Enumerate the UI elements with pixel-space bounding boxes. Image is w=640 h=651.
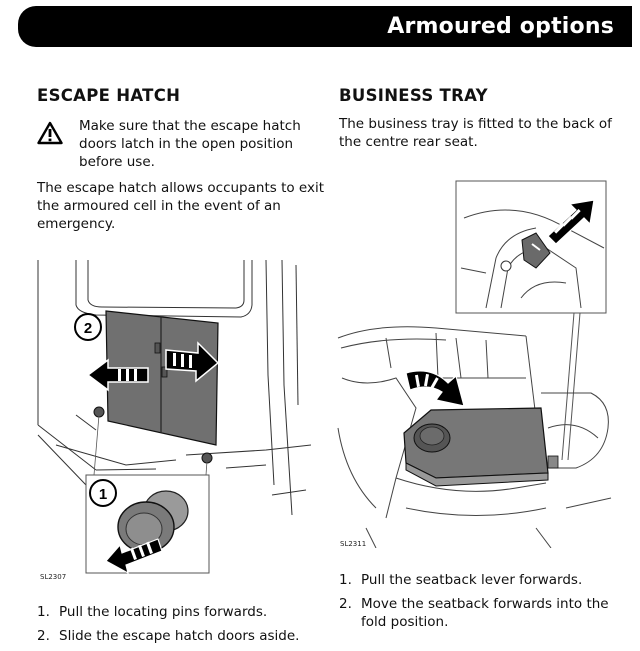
list-item: 1. Pull the locating pins forwards.: [37, 603, 327, 621]
escape-hatch-section: ESCAPE HATCH Make sure that the escape h…: [37, 86, 327, 233]
list-item: 2. Move the seatback forwards into the f…: [339, 595, 629, 631]
business-tray-section: BUSINESS TRAY The business tray is fitte…: [339, 86, 629, 151]
step-number: 1.: [37, 604, 50, 620]
step-text: Move the seatback forwards into the fold…: [361, 596, 609, 630]
callout-2-label: 2: [84, 320, 92, 337]
list-item: 1. Pull the seatback lever forwards.: [339, 571, 629, 589]
step-number: 2.: [339, 596, 352, 612]
escape-hatch-illustration: 2 1: [36, 255, 312, 585]
page-title: Armoured options: [387, 14, 614, 39]
warning-triangle-icon: [37, 121, 67, 171]
escape-hatch-description: The escape hatch allows occupants to exi…: [37, 180, 325, 232]
business-tray-figure-code: SL2311: [340, 540, 367, 548]
business-tray-heading: BUSINESS TRAY: [339, 86, 488, 105]
escape-hatch-steps: 1. Pull the locating pins forwards. 2. S…: [37, 603, 327, 651]
escape-hatch-heading: ESCAPE HATCH: [37, 86, 181, 105]
step-text: Pull the seatback lever forwards.: [361, 572, 583, 588]
business-tray-description: The business tray is fitted to the back …: [339, 116, 612, 150]
step-text: Pull the locating pins forwards.: [59, 604, 268, 620]
callout-1-label: 1: [99, 486, 107, 503]
business-tray-illustration: [336, 178, 616, 549]
step-number: 2.: [37, 628, 50, 644]
business-tray-drawing: [337, 180, 612, 549]
warning-text: Make sure that the escape hatch doors la…: [79, 118, 301, 170]
warning-block: Make sure that the escape hatch doors la…: [37, 117, 327, 171]
business-tray-steps: 1. Pull the seatback lever forwards. 2. …: [339, 571, 629, 637]
escape-hatch-drawing: 2 1: [37, 259, 312, 575]
list-item: 2. Slide the escape hatch doors aside.: [37, 627, 327, 645]
header-bar: Armoured options: [18, 6, 632, 47]
step-text: Slide the escape hatch doors aside.: [59, 628, 300, 644]
escape-hatch-figure-code: SL2307: [40, 573, 67, 581]
step-number: 1.: [339, 572, 352, 588]
